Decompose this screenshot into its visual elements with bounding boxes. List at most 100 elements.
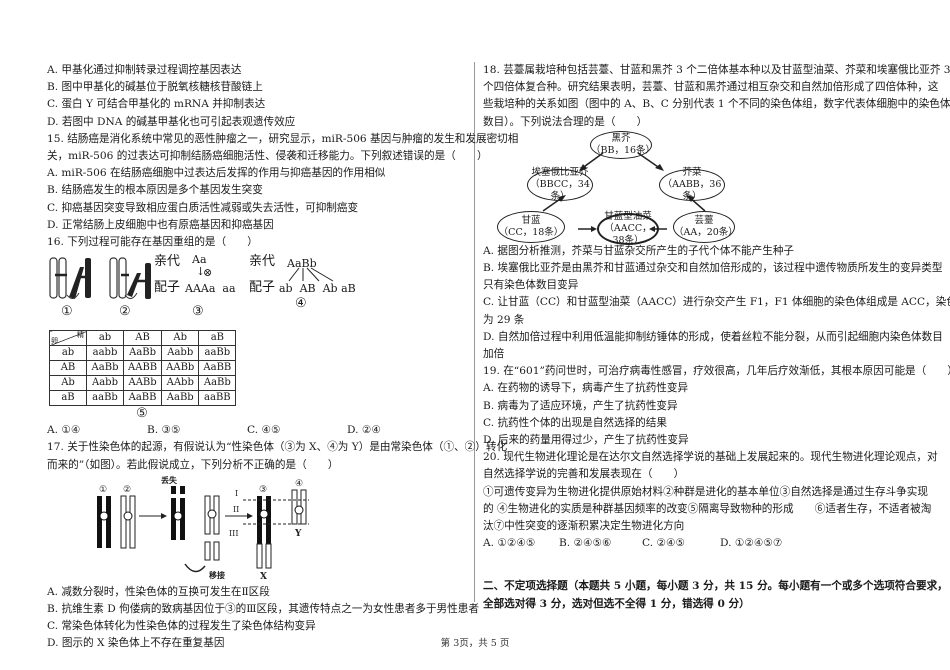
fig-label-4: ④ bbox=[295, 296, 307, 312]
fig4-gamete-label: 配子 bbox=[249, 280, 276, 296]
q20-stem-4: 的 ④生物进化的实质是种群基因频率的改变⑤隔离导致物种的形成 ⑥适者生存，不适者… bbox=[483, 502, 932, 515]
q18-option-a: A. 据图分析推测，芥菜与甘蓝杂交所产生的子代个体不能产生种子 bbox=[483, 244, 795, 257]
table-row: AB AaBb AABB AABb AaBB bbox=[49, 360, 237, 377]
q17-option-b: B. 抗维生素 D 佝偻病的致病基因位于③的Ⅲ区段，其遗传特点之一为女性患者多于… bbox=[47, 603, 479, 616]
table-cell: AaBb bbox=[86, 360, 124, 377]
left-column: A. 甲基化通过抑制转录过程调控基因表达 B. 图中甲基化的碱基位于脱氧核糖核苷… bbox=[47, 62, 519, 653]
table-cell: AaBB bbox=[122, 390, 163, 407]
q18-option-d-1: D. 自然加倍过程中利用低温能抑制纺锤体的形成，使着丝粒不能分裂，从而引起细胞内… bbox=[483, 330, 943, 343]
fig3-offspring: AAAa aa bbox=[185, 282, 236, 296]
q15-option-d: D. 正常结肠上皮细胞中也有原癌基因和抑癌基因 bbox=[47, 218, 274, 231]
q16-options: A. ①④ B. ③⑤ C. ④⑤ D. ②④ bbox=[47, 422, 467, 439]
chromosome-crossover-figure-2 bbox=[109, 257, 151, 300]
fig4-parent: AaBb bbox=[287, 257, 317, 271]
table-cell: aaBb bbox=[86, 390, 124, 407]
svg-text:②: ② bbox=[123, 485, 131, 495]
section-2-line-1: 二、不定项选择题（本题共 5 小题，每小题 3 分，共 15 分。每小题有一个或… bbox=[483, 580, 948, 593]
arrow-down-icon: ↓ bbox=[196, 265, 206, 279]
fig-label-1: ① bbox=[61, 304, 73, 320]
q15-stem-2: 关，miR-506 的过表达可抑制结肠癌细胞活性、侵袭和迁移能力。下列叙述错误的… bbox=[47, 150, 488, 163]
table-header: AB bbox=[122, 330, 163, 347]
table-cell: AABB bbox=[122, 360, 163, 377]
q17-option-c: C. 常染色体转化为性染色体的过程发生了染色体结构变异 bbox=[47, 620, 316, 633]
fig-label-3: ③ bbox=[192, 304, 204, 320]
fig3-gamete-label: 配子 bbox=[154, 280, 181, 296]
chromosome-crossover-figure-1 bbox=[49, 257, 91, 300]
q20-option-a: A. ①②④⑤ bbox=[483, 537, 536, 550]
table-corner: 精 卵 bbox=[49, 330, 87, 347]
node-cabbage: 甘蓝 （CC，18条） bbox=[497, 210, 565, 243]
table-cell: AABb bbox=[122, 375, 163, 392]
arrows-icon bbox=[288, 267, 334, 282]
q15-stem-1: 15. 结肠癌是消化系统中常见的恶性肿瘤之一，研究显示，miR-506 基因与肿… bbox=[47, 132, 519, 145]
table-row: Ab Aabb AABb AAbb AaBb bbox=[49, 375, 237, 392]
table-cell: AB bbox=[49, 360, 87, 377]
q20-options: A. ①②④⑤ B. ②④⑤⑥ C. ②④⑤ D. ①②④⑤⑦ bbox=[483, 535, 915, 552]
svg-text:X: X bbox=[260, 572, 267, 582]
q19-stem: 19. 在“601”药问世时，可治疗病毒性感冒，疗效很高，几年后疗效渐低，其根本… bbox=[483, 365, 950, 378]
node-leaf-mustard: 芥菜 （AABB，36条） bbox=[659, 167, 725, 202]
q18-stem-4: 数目）。下列说法合理的是（ ） bbox=[483, 115, 648, 128]
table-cell: ab bbox=[49, 345, 87, 362]
table-cell: aaBb bbox=[198, 345, 237, 362]
fig3-parent: Aa bbox=[192, 253, 207, 267]
table-cell: Ab bbox=[49, 375, 87, 392]
q14-option-b: B. 图中甲基化的碱基位于脱氧核糖核苷酸链上 bbox=[47, 81, 263, 94]
q16-option-b: B. ③⑤ bbox=[147, 424, 181, 437]
svg-text:①: ① bbox=[99, 485, 107, 495]
q19-option-b: B. 病毒为了适应环境，产生了抗药性变异 bbox=[483, 399, 678, 412]
q15-option-a: A. miR-506 在结肠癌细胞中过表达后发挥的作用与抑癌基因的作用相似 bbox=[47, 167, 386, 180]
svg-text:④: ④ bbox=[295, 479, 303, 489]
q19-option-d: D. 后来的药量用得过少，产生了抗药性变异 bbox=[483, 434, 689, 447]
q18-option-c-2: 为 29 条 bbox=[483, 313, 525, 326]
table-cell: AaBb bbox=[122, 345, 163, 362]
svg-text:丢失: 丢失 bbox=[161, 475, 178, 485]
table-cell: aaBB bbox=[198, 390, 237, 407]
fig4-parent-label: 亲代 bbox=[249, 254, 276, 270]
q16-option-c: C. ④⑤ bbox=[247, 424, 281, 437]
table-cell: Aabb bbox=[161, 345, 200, 362]
table-cell: Aabb bbox=[86, 375, 124, 392]
q17-stem-2: 而来的”（如图）。若此假说成立，下列分析不正确的是（ ） bbox=[47, 458, 339, 471]
page-footer: 第 3页，共 5 页 bbox=[440, 638, 510, 649]
q18-stem-1: 18. 芸薹属栽培种包括芸薹、甘蓝和黑芥 3 个二倍体基本种以及甘蓝型油菜、芥菜… bbox=[483, 64, 950, 76]
q16-stem: 16. 下列过程可能存在基因重组的是（ ） bbox=[47, 236, 258, 249]
q18-option-b-1: B. 埃塞俄比亚芥是由黑芥和甘蓝通过杂交和自然加倍形成的，该过程中遗传物质所发生… bbox=[483, 262, 943, 275]
svg-text:I: I bbox=[235, 489, 238, 498]
fig3-parent-label: 亲代 bbox=[154, 254, 181, 270]
punnett-square-table: 精 卵 ab AB Ab aB ab aabb AaBb Aabb aaBb A… bbox=[49, 330, 237, 407]
table-row: ab aabb AaBb Aabb aaBb bbox=[49, 345, 237, 362]
table-cell: aabb bbox=[86, 345, 124, 362]
svg-text:III: III bbox=[229, 529, 238, 538]
table-row: aB aaBb AaBB AaBb aaBB bbox=[49, 390, 237, 407]
q18-option-c-1: C. 让甘蓝（CC）和甘蓝型油菜（AACC）进行杂交产生 F1，F1 体细胞的染… bbox=[483, 296, 950, 309]
table-header: aB bbox=[198, 330, 237, 347]
svg-text:II: II bbox=[233, 505, 239, 514]
node-rapeseed: 甘蓝型油菜 （AACC，38条） bbox=[597, 211, 659, 246]
table-cell: AaBb bbox=[198, 375, 237, 392]
q17-option-d: D. 图示的 X 染色体上不存在重复基因 bbox=[47, 637, 225, 650]
brassica-relationship-diagram: 黑芥 （BB，16条） 埃塞俄比亚芥 （BBCC，34条） 芥菜 （AABB，3… bbox=[483, 130, 915, 246]
q16-figure: 亲代 Aa ↓ ⊗ 配子 AAAa aa 亲代 AaBb 配子 ab AB Ab… bbox=[47, 253, 467, 328]
q19-option-a: A. 在药物的诱导下，病毒产生了抗药性变异 bbox=[483, 382, 689, 395]
table-header: Ab bbox=[161, 330, 200, 347]
q20-option-c: C. ②④⑤ bbox=[642, 537, 685, 550]
table-cell: AaBb bbox=[161, 390, 200, 407]
section-2-heading: 二、不定项选择题（本题共 5 小题，每小题 3 分，共 15 分。每小题有一个或… bbox=[483, 578, 948, 612]
fig-label-5: ⑤ bbox=[136, 406, 148, 422]
fig-label-2: ② bbox=[119, 304, 131, 320]
q17-stem-1: 17. 关于性染色体的起源，有假说认为“性染色体（③为 X、④为 Y）是由常染色… bbox=[47, 441, 508, 454]
q20-option-b: B. ②④⑤⑥ bbox=[559, 537, 612, 550]
q15-option-b: B. 结肠癌发生的根本原因是多个基因发生突变 bbox=[47, 184, 263, 197]
q18-stem-2: 个四倍体复合种。研究结果表明，芸薹、甘蓝和黑芥通过相互杂交和自然加倍形成了四倍体… bbox=[483, 81, 939, 94]
node-black-mustard: 黑芥 （BB，16条） bbox=[590, 130, 655, 159]
q20-option-d: D. ①②④⑤⑦ bbox=[720, 537, 783, 550]
q18-option-d-2: 加倍 bbox=[483, 348, 505, 361]
table-cell: aB bbox=[49, 390, 87, 407]
q14-option-c: C. 蛋白 Y 可结合甲基化的 mRNA 并抑制表达 bbox=[47, 98, 266, 111]
column-divider bbox=[474, 62, 475, 602]
svg-text:Y: Y bbox=[294, 529, 302, 539]
table-cell: AaBB bbox=[198, 360, 237, 377]
node-turnip: 芸薹 （AA，20条） bbox=[673, 210, 738, 243]
svg-text:③: ③ bbox=[259, 485, 267, 495]
